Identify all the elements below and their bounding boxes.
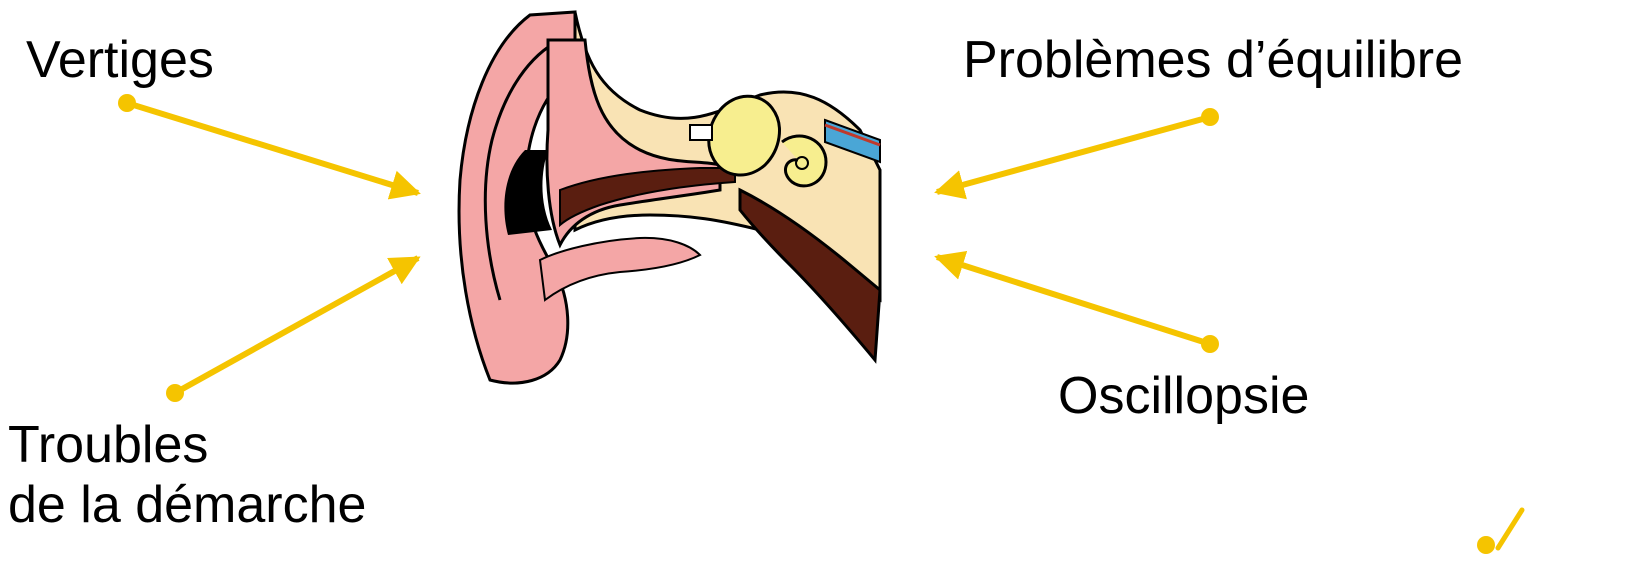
arrow-troubles	[166, 258, 418, 402]
label-oscillopsie: Oscillopsie	[1058, 366, 1309, 426]
label-vertiges: Vertiges	[26, 30, 214, 90]
checkmark-logo-icon	[1477, 510, 1522, 554]
label-troubles-demarche: Troubles de la démarche	[8, 415, 366, 535]
arrow-vertiges	[118, 94, 418, 193]
arrow-equilibre	[937, 108, 1219, 192]
arrow-oscillopsie	[937, 257, 1219, 353]
label-troubles-line2: de la démarche	[8, 475, 366, 535]
ear-anatomy-illustration	[459, 12, 880, 383]
label-equilibre: Problèmes d’équilibre	[963, 30, 1463, 90]
label-troubles-line1: Troubles	[8, 415, 366, 475]
